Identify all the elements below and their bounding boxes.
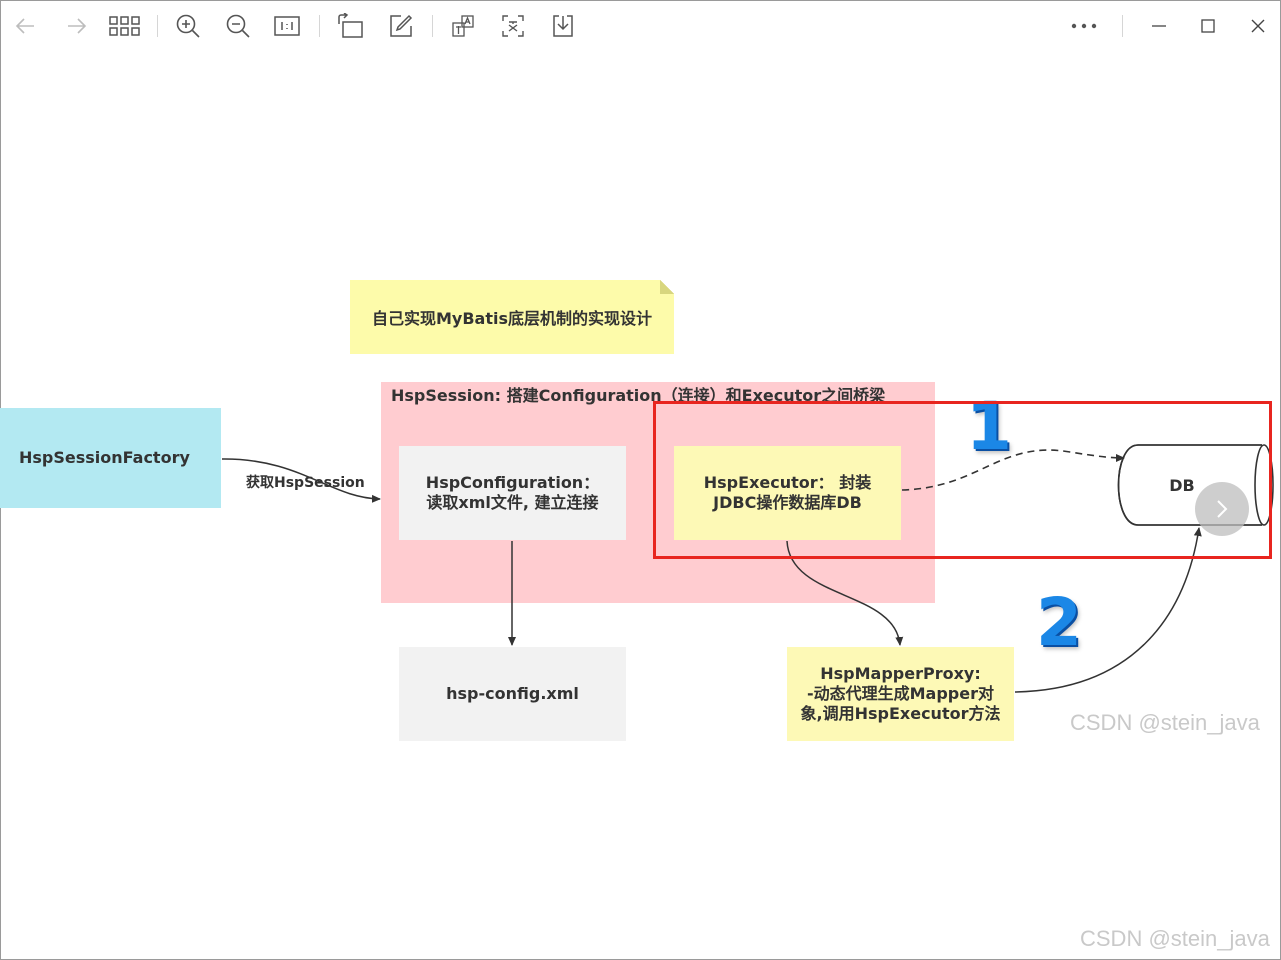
rotate-button[interactable] [333,9,367,43]
viewer-toolbar [1,1,1280,51]
toolbar-separator [319,15,320,37]
arrow-right-icon [68,18,87,34]
toolbar-separator [432,15,433,37]
hsp-mapper-proxy-box: HspMapperProxy: -动态代理生成Mapper对 象,调用HspEx… [787,647,1014,741]
actual-size-button[interactable] [270,9,304,43]
download-button[interactable] [546,9,580,43]
chevron-right-icon [1217,500,1228,518]
download-icon [553,15,573,37]
minimize-button[interactable] [1142,9,1176,43]
zoom-out-icon [226,14,250,38]
grid-icon [109,16,140,36]
note-fold-corner [660,280,674,294]
step-number-2: 2 [1036,584,1082,661]
highlight-frame [653,401,1272,559]
next-image-button[interactable] [1195,482,1249,536]
executor-to-db-dashed-arrow [901,449,1125,491]
actual-size-icon [274,16,300,36]
minimize-icon [1152,25,1166,27]
watermark: CSDN @stein_java [1080,926,1270,951]
hsp-executor-box: HspExecutor： 封装 JDBC操作数据库DB [674,446,901,540]
zoom-in-button[interactable] [171,9,205,43]
translate-icon [452,15,474,37]
toolbar-separator [157,15,158,37]
text-recognition-icon [502,15,524,37]
get-session-edge-label: 获取HspSession [246,475,365,491]
back-button[interactable] [9,9,43,43]
close-icon [1251,19,1265,33]
more-icon [1071,23,1097,29]
note-text: 自己实现MyBatis底层机制的实现设计 [371,309,652,328]
watermark: CSDN @stein_java [1070,710,1260,735]
rotate-icon [338,13,363,38]
toolbar-separator [1122,15,1123,37]
step-number-1: 1 [966,388,1012,465]
hsp-session-factory-box: HspSessionFactory [0,408,221,508]
zoom-out-button[interactable] [221,9,255,43]
title-note: 自己实现MyBatis底层机制的实现设计 [350,280,674,354]
grid-view-button[interactable] [108,9,142,43]
hsp-configuration-box: HspConfiguration： 读取xml文件, 建立连接 [399,446,626,540]
forward-button[interactable] [59,9,93,43]
executor-to-proxy-arrow [786,540,904,646]
arrow-left-icon [15,18,34,34]
hsp-session-label: HspSession: 搭建Configuration（连接）和Executor… [391,386,886,405]
zoom-in-icon [176,14,200,38]
edit-icon [390,14,413,37]
translate-button[interactable] [446,9,480,43]
factory-to-session-arrow [221,458,381,503]
maximize-button[interactable] [1191,9,1225,43]
ocr-button[interactable] [496,9,530,43]
more-button[interactable] [1067,9,1101,43]
maximize-icon [1201,19,1215,33]
proxy-to-db-arrow [1014,527,1202,693]
hsp-config-xml-box: hsp-config.xml [399,647,626,741]
edit-button[interactable] [384,9,418,43]
close-button[interactable] [1241,9,1275,43]
db-label: DB [1169,476,1195,495]
